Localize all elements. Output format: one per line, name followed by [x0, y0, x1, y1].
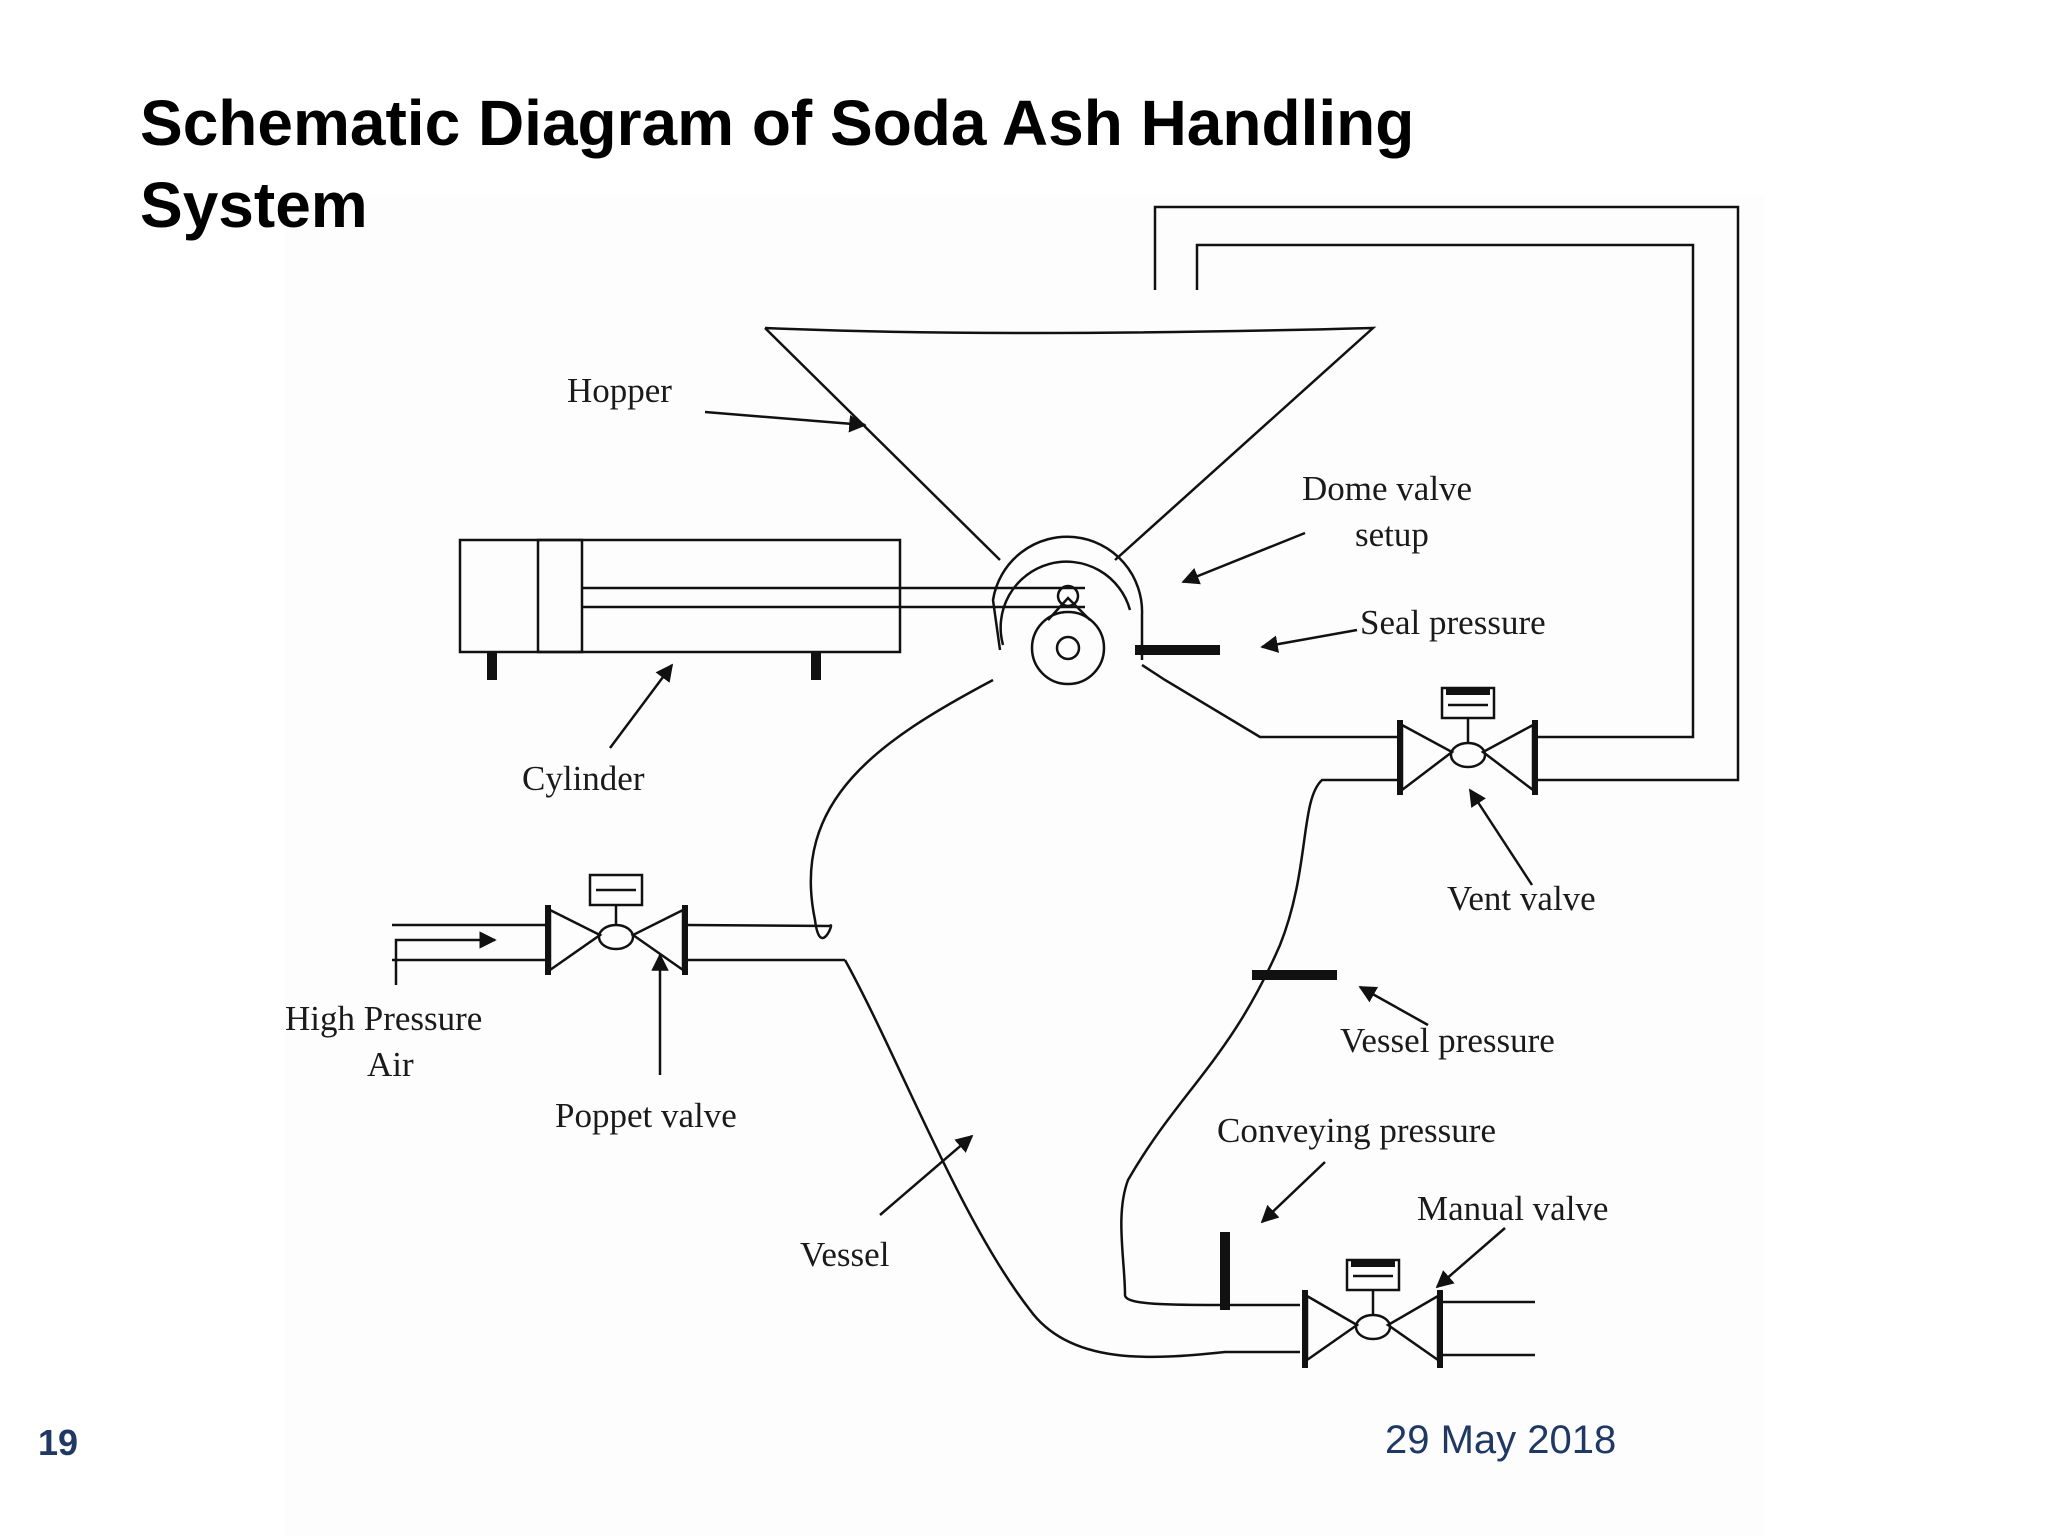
- air-flow-line: [394, 931, 497, 985]
- vessel-leader: [879, 1134, 974, 1216]
- poppet-to-vessel-pipe: [684, 923, 845, 962]
- vessel-left-lower: [843, 959, 1300, 1359]
- vessel-label: Vessel: [800, 1235, 890, 1274]
- manual-valve-label: Manual valve: [1417, 1189, 1608, 1228]
- dome-valve-leader: [1181, 531, 1306, 585]
- dome-valve-hub: [1055, 635, 1081, 661]
- dome-valve-label-line2: setup: [1355, 515, 1429, 554]
- slide-title-line1: Schematic Diagram of Soda Ash Handling: [140, 87, 1415, 159]
- vent-return-line-inner: [1195, 243, 1695, 739]
- cylinder-piston: [536, 538, 584, 654]
- high-pressure-air-label-line2: Air: [367, 1045, 414, 1084]
- poppet-valve-label: Poppet valve: [555, 1096, 737, 1135]
- dome-valve-label-line1: Dome valve: [1302, 469, 1472, 508]
- manual-valve-outlet-pipe: [1440, 1300, 1535, 1357]
- vessel-outline: [809, 678, 994, 940]
- hopper-label: Hopper: [567, 371, 672, 410]
- high-pressure-air-label-line1: High Pressure: [285, 999, 482, 1038]
- vent-valve-leader: [1468, 788, 1534, 886]
- slide-number: 19: [38, 1422, 79, 1463]
- dome-valve-pin: [1056, 584, 1080, 608]
- vent-valve-symbol: [1397, 686, 1538, 795]
- manual-valve-leader: [1435, 1227, 1506, 1289]
- dome-valve-disc: [1030, 610, 1106, 686]
- vessel-pressure-label: Vessel pressure: [1340, 1021, 1555, 1060]
- vessel-pressure-leader: [1358, 985, 1429, 1027]
- cylinder-rod: [582, 586, 1085, 609]
- seal-pressure-label: Seal pressure: [1360, 603, 1546, 642]
- dome-valve-arm: [1047, 596, 1091, 621]
- air-inlet-pipe: [392, 923, 545, 962]
- dome-valve-housing: [991, 535, 1144, 660]
- manual-valve-symbol: [1302, 1258, 1443, 1368]
- slide-title-line2: System: [140, 169, 368, 241]
- conveying-pressure-leader: [1260, 1161, 1326, 1224]
- hopper-shape: [764, 326, 1377, 561]
- vessel-right: [1120, 778, 1400, 1307]
- hopper-leader: [704, 410, 867, 433]
- conveying-pressure-label: Conveying pressure: [1217, 1111, 1496, 1150]
- slide-date: 29 May 2018: [1385, 1418, 1617, 1462]
- seal-pressure-leader: [1260, 628, 1358, 653]
- dome-valve-inner: [999, 560, 1132, 646]
- vent-return-line-outer: [1153, 205, 1740, 782]
- vessel-top-right: [1141, 663, 1400, 739]
- cylinder-body: [458, 538, 902, 654]
- vent-valve-label: Vent valve: [1447, 879, 1596, 918]
- slide-title: Schematic Diagram of Soda Ash Handling S…: [140, 82, 1640, 246]
- cylinder-label: Cylinder: [522, 759, 645, 798]
- poppet-valve-symbol: [545, 873, 688, 975]
- cylinder-leader: [608, 663, 674, 749]
